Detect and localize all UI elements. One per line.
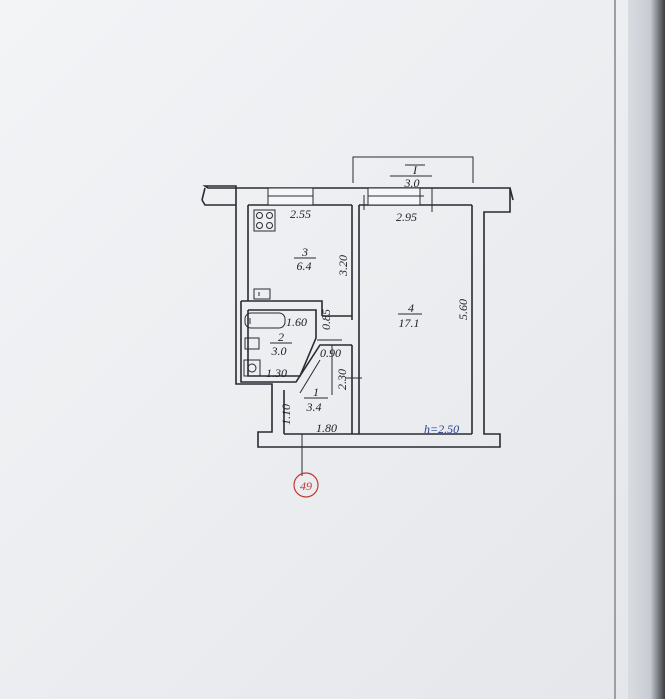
washbasin-icon bbox=[244, 337, 260, 350]
page-edge-shadow bbox=[628, 0, 665, 699]
stove-icon bbox=[253, 209, 276, 232]
bath-area: 3.0 bbox=[271, 344, 287, 358]
partitions bbox=[240, 205, 362, 434]
axis-marker: 49 bbox=[293, 472, 319, 498]
dim-hall-door: 0.90 bbox=[320, 346, 341, 360]
dim-kitchen-width: 2.55 bbox=[290, 207, 311, 221]
dim-hall-side: 2.30 bbox=[335, 369, 349, 390]
ceiling-height: h=2.50 bbox=[424, 422, 459, 436]
dimension-labels: 2.55 2.95 3.20 5.60 1.60 0.85 0.90 1.30 … bbox=[266, 207, 470, 436]
dim-bath-bottom: 1.30 bbox=[266, 366, 287, 380]
frame-border-line bbox=[614, 0, 616, 699]
dimension-lines bbox=[301, 164, 433, 476]
dim-hall-width: 1.80 bbox=[316, 421, 337, 435]
room-labels: I 3.0 3 6.4 4 17.1 2 3.0 1 3.4 bbox=[270, 163, 428, 414]
kitchen-area: 6.4 bbox=[297, 259, 312, 273]
balcony-area: 3.0 bbox=[404, 176, 420, 190]
room-number: 4 bbox=[408, 301, 414, 315]
dim-room-depth: 5.60 bbox=[456, 299, 470, 320]
dim-room-width: 2.95 bbox=[396, 210, 417, 224]
axis-marker-label: 49 bbox=[300, 479, 312, 493]
dim-bath-depth: 0.85 bbox=[319, 309, 333, 330]
bath-number: 2 bbox=[278, 330, 284, 344]
bathtub-icon bbox=[244, 312, 286, 329]
sink-icon bbox=[253, 288, 271, 300]
hall-number: 1 bbox=[313, 385, 319, 399]
room-area: 17.1 bbox=[399, 316, 420, 330]
windows bbox=[267, 187, 421, 206]
dim-bath-width: 1.60 bbox=[286, 315, 307, 329]
dim-hall-depth: 1.10 bbox=[279, 404, 293, 425]
hall-area: 3.4 bbox=[306, 400, 322, 414]
balcony-number: I bbox=[412, 163, 418, 177]
dim-kitchen-depth: 3.20 bbox=[336, 255, 350, 277]
toilet-icon bbox=[243, 359, 261, 377]
kitchen-number: 3 bbox=[301, 245, 308, 259]
